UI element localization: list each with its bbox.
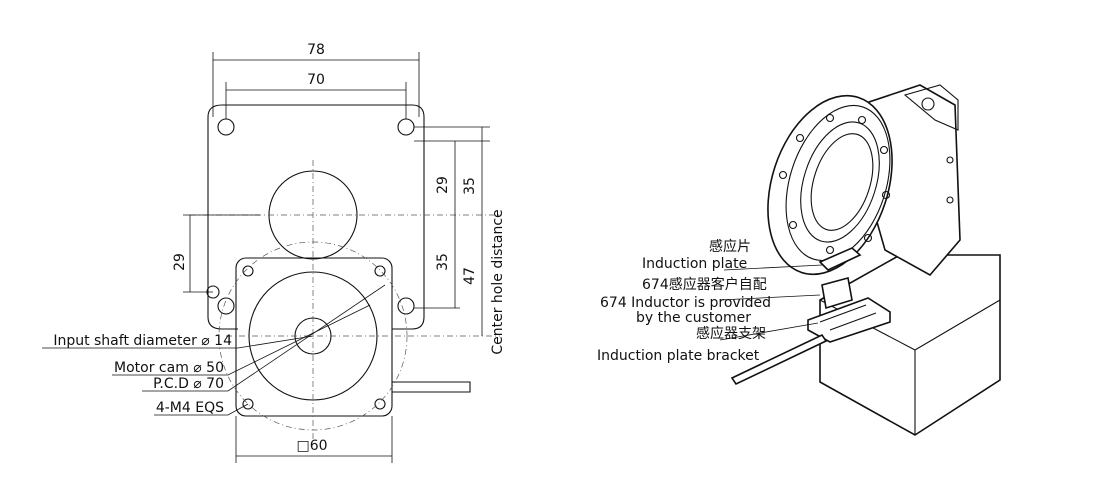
- induction-plate: [818, 247, 862, 271]
- label-bracket-en: Induction plate bracket: [597, 348, 760, 364]
- top-lug: [903, 84, 959, 131]
- lower-right-hole: [397, 297, 415, 315]
- screw-leader: [154, 403, 249, 416]
- label-inductor-en-1: 674 Inductor is provided: [600, 295, 771, 311]
- motor-cable: [392, 381, 471, 393]
- dim-29-left: 29: [172, 253, 188, 271]
- inductor-674: [821, 277, 853, 310]
- front-view-drawing: 78 70 29 35 35 47 Center hole distance 2…: [42, 42, 506, 463]
- dim-47: 47: [462, 267, 478, 285]
- induction-plate-bracket: [807, 297, 891, 343]
- motor-cam-leader: [112, 304, 371, 376]
- dim-35-upper: 35: [462, 177, 478, 195]
- pcd-leader: [142, 284, 386, 392]
- motor-hole-tr: [374, 265, 386, 277]
- center-bore-inner: [810, 133, 874, 231]
- label-induction-plate-en: Induction plate: [642, 256, 747, 272]
- motor-hole-tl: [242, 265, 254, 277]
- callout-motor-cam: Motor cam ⌀ 50: [114, 360, 224, 376]
- upper-right-hole: [397, 118, 415, 136]
- input-shaft-leader: [42, 335, 314, 349]
- motor-hole-bl: [242, 398, 254, 410]
- lower-left-hole-2: [217, 297, 235, 315]
- dim-29-upper: 29: [435, 176, 451, 194]
- center-bore-outer: [800, 121, 880, 243]
- dim-70: 70: [307, 72, 325, 88]
- motor-hole-br: [374, 398, 386, 410]
- center-hole-distance-label: Center hole distance: [490, 209, 506, 354]
- callout-screws: 4-M4 EQS: [156, 400, 224, 416]
- label-bracket-cn: 感应器支架: [696, 325, 766, 342]
- label-inductor-en-2: by the customer: [636, 310, 751, 326]
- upper-plate-outline: [207, 104, 425, 330]
- label-inductor-cn: 674感应器客户自配: [642, 276, 767, 293]
- dim-35-lower: 35: [435, 253, 451, 271]
- callout-pcd: P.C.D ⌀ 70: [153, 376, 224, 392]
- upper-left-hole: [217, 118, 235, 136]
- dim-78: 78: [307, 42, 325, 58]
- sensor-cable: [730, 333, 828, 386]
- label-induction-plate-cn: 感应片: [709, 238, 751, 255]
- isometric-view-drawing: 感应片 Induction plate 674感应器客户自配 674 Induc…: [597, 84, 1001, 436]
- rotary-flange: [767, 94, 893, 276]
- callout-input-shaft: Input shaft diameter ⌀ 14: [53, 333, 232, 349]
- motor-square: [235, 257, 393, 417]
- dim-square-60: □60: [296, 438, 327, 454]
